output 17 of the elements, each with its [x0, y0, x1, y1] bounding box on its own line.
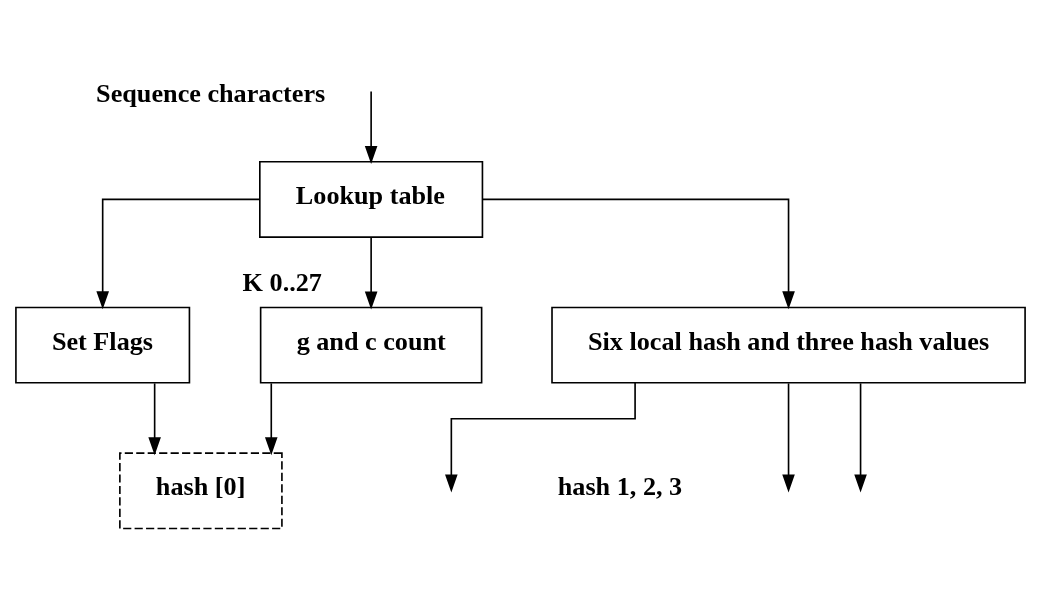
- arrow: [481, 198, 795, 310]
- node-box: Six local hash and three hash values: [550, 306, 1026, 384]
- arrow: [364, 236, 377, 310]
- node-box: hash [0]: [118, 452, 283, 530]
- node-box: Set Flags: [14, 306, 190, 384]
- edge-label: K 0..27: [242, 267, 322, 297]
- node-box: Lookup table: [258, 160, 483, 238]
- arrow: [364, 90, 377, 164]
- edge-label: Sequence characters: [95, 79, 325, 109]
- arrow: [781, 382, 795, 493]
- arrow: [95, 198, 260, 310]
- arrow: [853, 382, 867, 493]
- node-box: g and c count: [259, 306, 482, 384]
- label: hash 1, 2, 3: [557, 472, 682, 502]
- arrow: [264, 382, 278, 456]
- arrow: [147, 382, 161, 456]
- arrow: [444, 382, 636, 493]
